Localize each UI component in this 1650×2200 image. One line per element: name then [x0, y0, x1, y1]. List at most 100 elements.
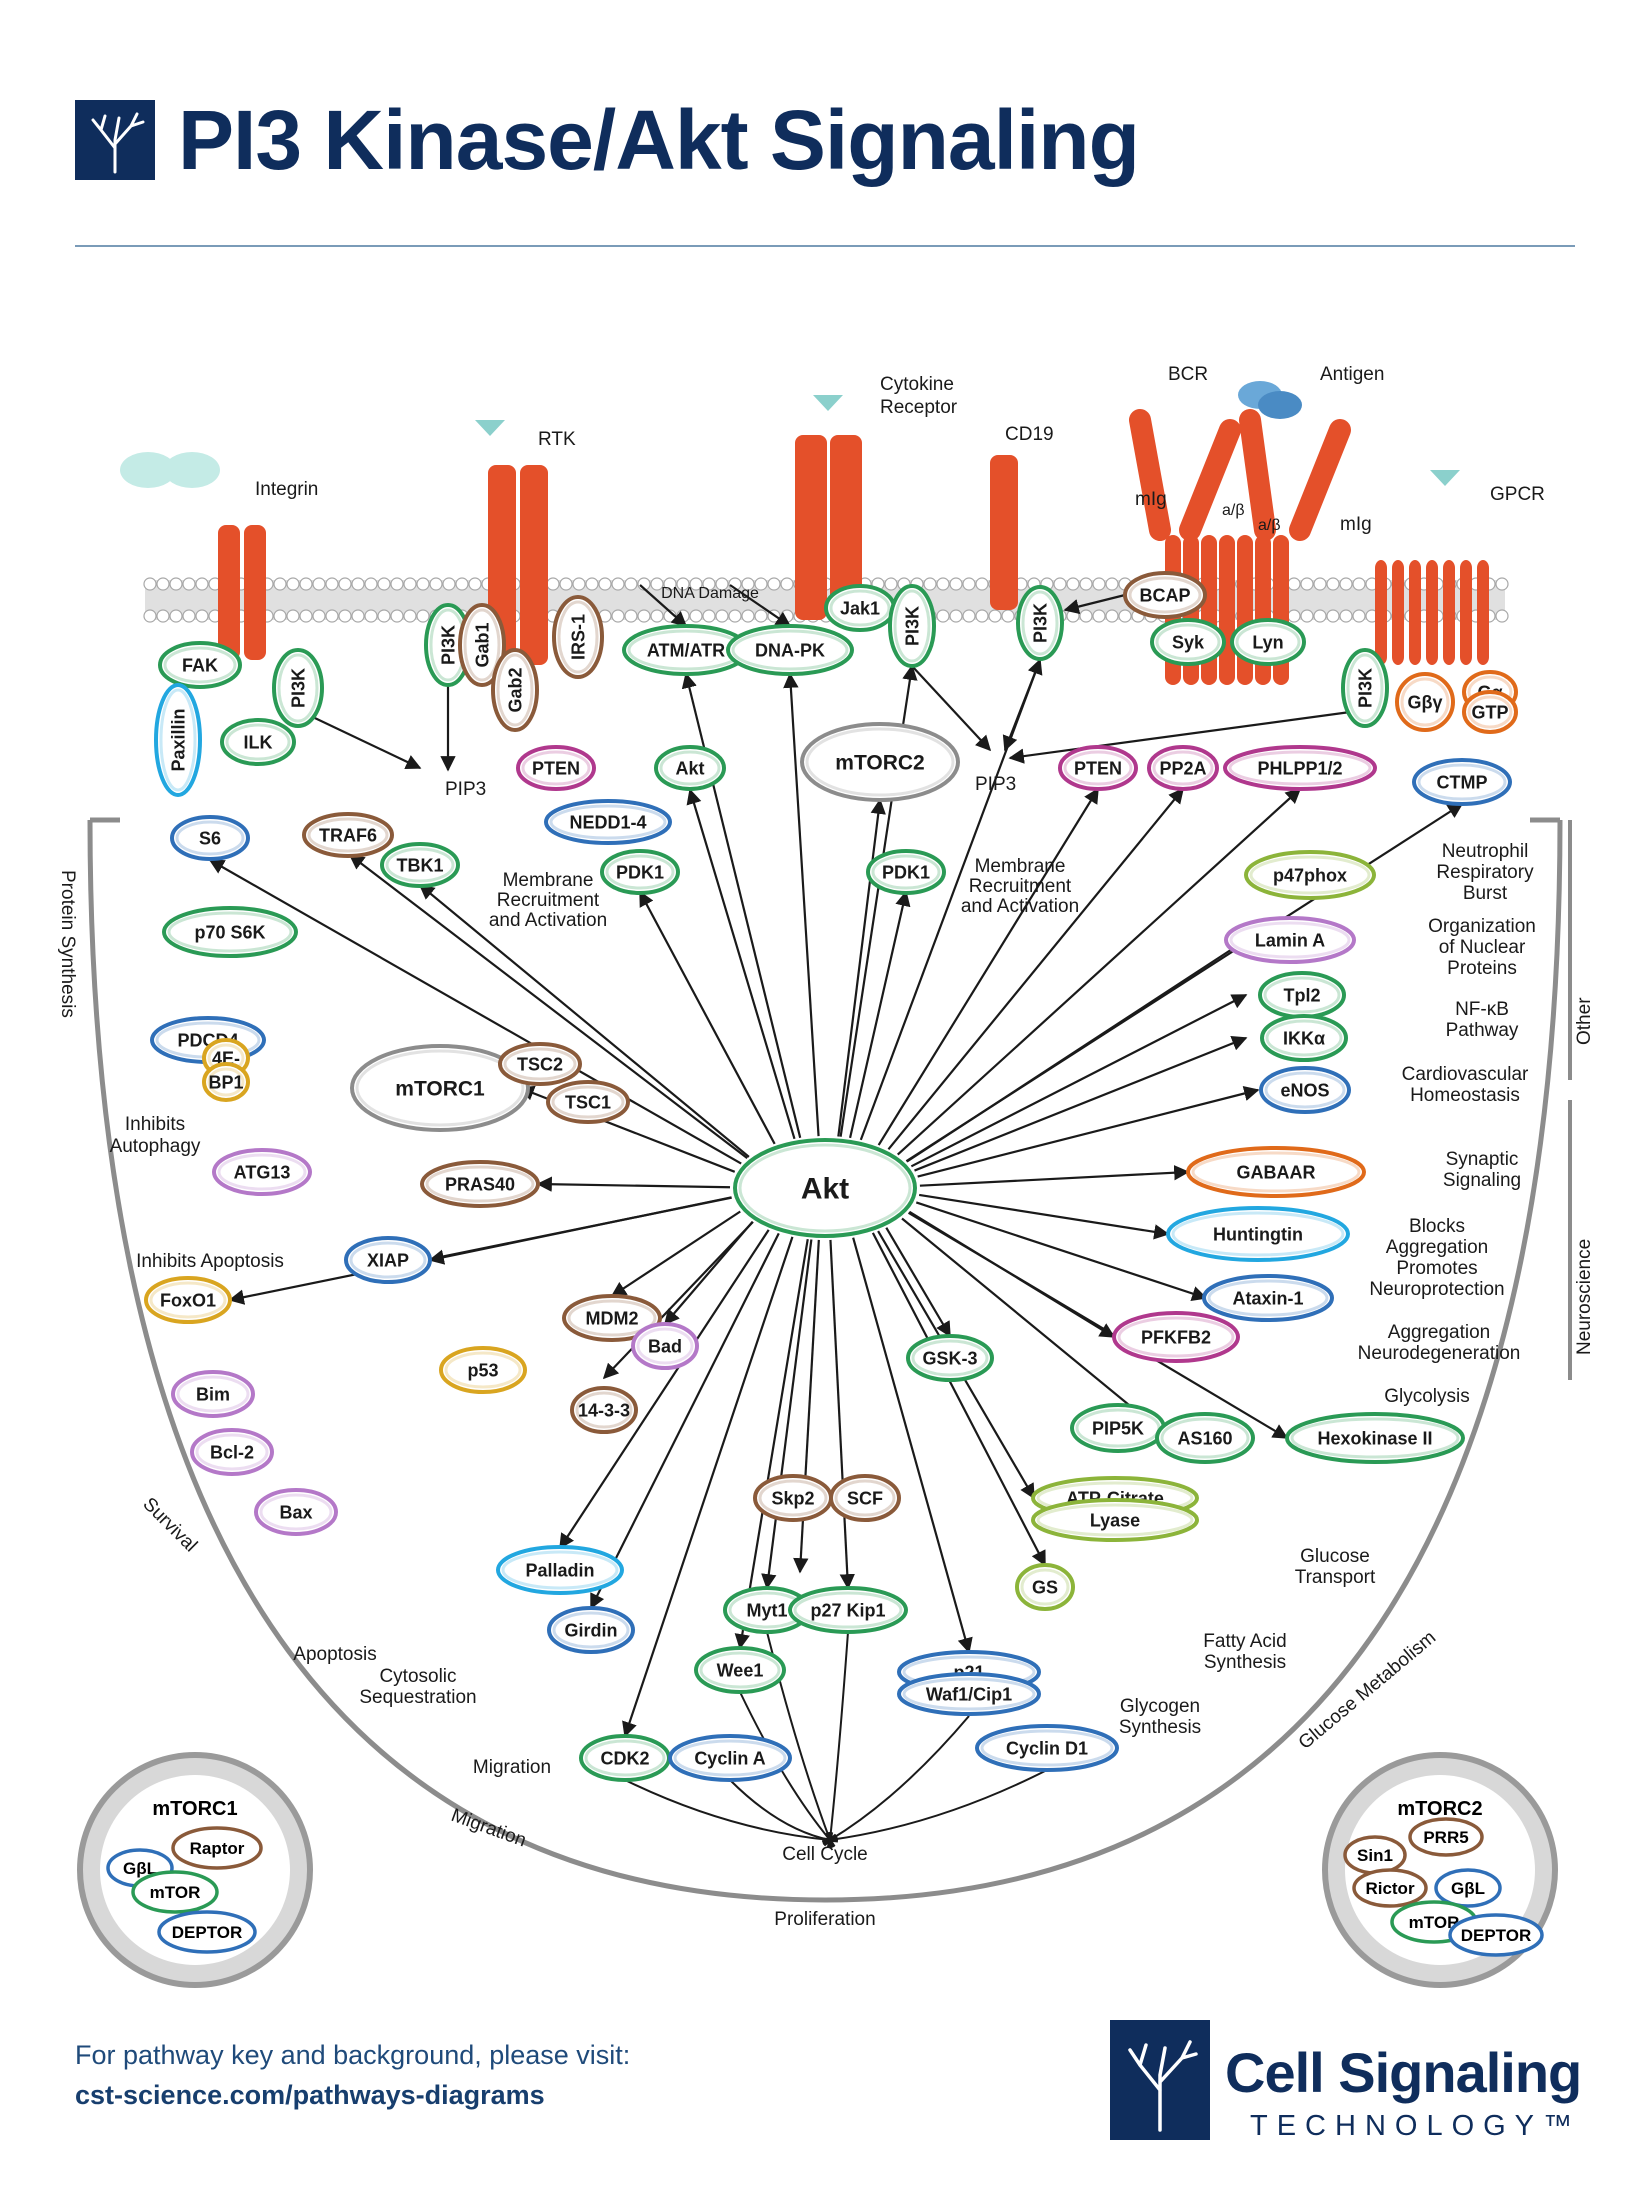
node-huntingtin: Huntingtin	[1166, 1206, 1350, 1262]
gpcr-helix	[1392, 560, 1404, 665]
integrin-receptor	[218, 525, 240, 660]
upstream-edge	[297, 709, 422, 770]
brand-name: Cell Signaling	[1225, 2041, 1582, 2104]
outcome-label: and Activation	[961, 896, 1079, 917]
complex-member-deptor: DEPTOR	[157, 1910, 257, 1954]
outcome-label: Neuroprotection	[1369, 1279, 1504, 1300]
header-divider	[75, 245, 1575, 247]
node-lamin-a: Lamin A	[1224, 916, 1356, 964]
node-label: p27 Kip1	[810, 1600, 885, 1620]
node-bcap: BCAP	[1123, 571, 1207, 619]
node-label: FoxO1	[160, 1290, 216, 1310]
svg-text:GβL: GβL	[123, 1859, 157, 1878]
node-scf: SCF	[829, 1474, 901, 1522]
node-ataxin-1: Ataxin-1	[1202, 1274, 1334, 1322]
bcr-receptor	[1219, 535, 1235, 685]
node-pi3k: PI3K	[272, 648, 324, 728]
node-nedd1-4: NEDD1-4	[544, 799, 672, 845]
node-girdin: Girdin	[547, 1606, 635, 1654]
cytokine-label: Cytokine	[880, 374, 954, 395]
akt-edge	[910, 994, 1248, 1168]
node-label: Lyn	[1252, 632, 1283, 652]
akt-edge	[761, 1239, 813, 1590]
node-pp2a: PP2A	[1147, 745, 1219, 791]
outcome-label: Aggregation	[1388, 1322, 1490, 1343]
node-label: Gab1	[472, 622, 492, 667]
outcome-label: Apoptosis	[293, 1644, 376, 1665]
node-label: BP1	[208, 1072, 243, 1092]
svg-text:Raptor: Raptor	[190, 1839, 245, 1858]
akt-edge	[914, 1035, 1248, 1172]
footer-link[interactable]: cst-science.com/pathways-diagrams	[75, 2080, 545, 2110]
akt-edge	[208, 859, 742, 1165]
akt-edge	[622, 1236, 794, 1738]
antigen-icon	[1258, 391, 1302, 419]
outcome-label: Pathway	[1446, 1020, 1519, 1041]
node-label: mTORC2	[835, 751, 924, 774]
outcome-label: Blocks	[1409, 1216, 1465, 1237]
outcome-label: Respiratory	[1436, 862, 1534, 883]
node-label: Akt	[801, 1173, 849, 1206]
outcome-label: Signaling	[1443, 1170, 1521, 1191]
mig-label: mIg	[1135, 489, 1167, 510]
cytokine-ligand-icon	[813, 395, 843, 411]
svg-text:mTOR: mTOR	[150, 1883, 201, 1902]
outcome-label: Fatty Acid	[1203, 1631, 1286, 1652]
node-label: mTORC1	[395, 1077, 485, 1100]
node-pfkfb2: PFKFB2	[1112, 1311, 1240, 1363]
akt-edge	[885, 1227, 951, 1338]
node-label: PI3K	[438, 625, 458, 665]
node-lyn: Lyn	[1230, 618, 1306, 666]
node-label: PDK1	[882, 862, 930, 882]
node-label: CDK2	[600, 1748, 649, 1768]
node-phlpp1-2: PHLPP1/2	[1223, 745, 1377, 791]
cell-cycle-edge	[824, 1715, 970, 1848]
node-label: MDM2	[586, 1308, 639, 1328]
svg-text:Sin1: Sin1	[1357, 1846, 1393, 1865]
node-label: Gab2	[505, 667, 525, 712]
svg-text:Rictor: Rictor	[1365, 1879, 1415, 1898]
complex-member-g-l: GβL	[1434, 1868, 1502, 1908]
node-s6: S6	[170, 815, 250, 861]
section-survival: Survival	[138, 1494, 201, 1557]
node-pi3k: PI3K	[1016, 585, 1064, 661]
outcome-label: Synaptic	[1446, 1149, 1519, 1170]
node-p27-kip1: p27 Kip1	[788, 1586, 908, 1634]
outcome-label: Glycogen	[1120, 1696, 1200, 1717]
node-label: PTEN	[532, 758, 580, 778]
node-ikk: IKKα	[1260, 1014, 1348, 1062]
outcome-label: Promotes	[1396, 1258, 1477, 1279]
node-label: Ataxin-1	[1232, 1288, 1303, 1308]
node-label: Girdin	[565, 1620, 618, 1640]
node-ilk: ILK	[220, 718, 296, 766]
node-label: PDK1	[616, 862, 664, 882]
node-cdk2: CDK2	[579, 1734, 671, 1782]
node-mtorc2: mTORC2	[800, 722, 960, 802]
integrin-ligand-icon	[164, 452, 220, 488]
node-label: Bax	[279, 1502, 312, 1522]
upstream-edge	[1002, 659, 1042, 752]
node-label: DNA-PK	[755, 640, 825, 660]
svg-text:mTOR: mTOR	[1409, 1913, 1460, 1932]
dna-damage-label: DNA Damage	[661, 585, 759, 602]
rtk-receptor	[520, 465, 548, 665]
node-label: NEDD1-4	[569, 812, 646, 832]
gpcr-ligand-icon	[1430, 470, 1460, 486]
akt-edge	[897, 787, 1302, 1156]
node-bad: Bad	[631, 1322, 699, 1370]
complex-member-prr5: PRR5	[1408, 1817, 1484, 1857]
node-label: TSC2	[517, 1054, 563, 1074]
node-label: PFKFB2	[1141, 1327, 1211, 1347]
node-gsk-3: GSK-3	[906, 1334, 994, 1382]
node-as160: AS160	[1155, 1412, 1255, 1464]
node-label: GS	[1032, 1577, 1058, 1597]
akt-edge	[590, 1232, 780, 1610]
akt-edge	[348, 854, 748, 1160]
node-label: XIAP	[367, 1250, 409, 1270]
mtorc2-title: mTORC2	[1397, 1798, 1482, 1820]
brand-subtitle: TECHNOLOGY™	[1250, 2110, 1582, 2142]
node-label: Jak1	[840, 598, 880, 618]
